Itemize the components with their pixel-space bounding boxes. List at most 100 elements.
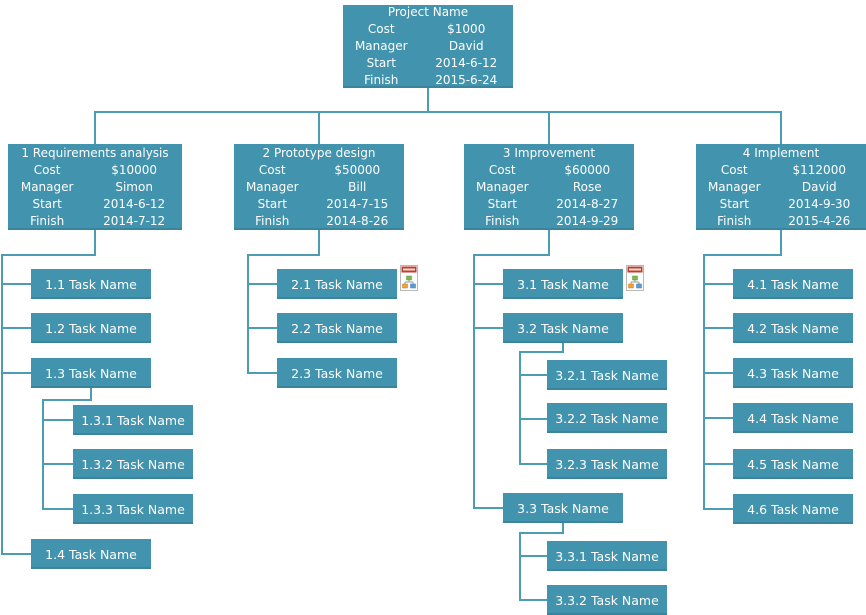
field-label: Cost <box>33 162 61 177</box>
connector-line <box>548 230 550 256</box>
connector-line <box>1 254 3 555</box>
field-label: Cost <box>488 162 516 177</box>
task-3-3-2[interactable]: 3.3.2 Task Name <box>547 585 667 615</box>
connector-line <box>473 507 503 509</box>
connector-line <box>247 372 277 374</box>
task-4-2[interactable]: 4.2 Task Name <box>733 313 853 343</box>
task-2-2[interactable]: 2.2 Task Name <box>277 313 397 343</box>
task-4-6[interactable]: 4.6 Task Name <box>733 494 853 524</box>
field-row: Finish 2015-4-26 <box>696 213 866 230</box>
connector-line <box>519 463 547 465</box>
field-row: Finish 2014-7-12 <box>8 213 182 230</box>
node-title: 3 Improvement <box>502 145 596 160</box>
node-title: 2 Prototype design <box>262 145 376 160</box>
connector-line <box>473 254 549 256</box>
task-1-3-3[interactable]: 1.3.3 Task Name <box>73 494 193 524</box>
task-4-1[interactable]: 4.1 Task Name <box>733 269 853 299</box>
task-1-4[interactable]: 1.4 Task Name <box>31 539 151 569</box>
field-label: Finish <box>717 213 752 228</box>
field-value: 2014-7-12 <box>103 213 166 228</box>
field-value: 2015-6-24 <box>435 73 498 87</box>
connector-line <box>519 351 564 353</box>
connector-line <box>703 254 781 256</box>
connector-line <box>1 254 95 256</box>
task-2-1[interactable]: 2.1 Task Name <box>277 269 397 299</box>
field-value: Simon <box>115 179 153 194</box>
field-label: Start <box>366 56 396 70</box>
field-row: Start 2014-7-15 <box>234 196 404 213</box>
field-value: 2014-6-12 <box>435 56 498 70</box>
field-row: Start 2014-6-12 <box>343 55 513 72</box>
node-title: Project Name <box>387 5 469 19</box>
field-value: $112000 <box>792 162 846 177</box>
field-row: Start 2014-9-30 <box>696 196 866 213</box>
field-value: Rose <box>572 179 602 194</box>
connector-line <box>548 111 550 144</box>
task-1-2[interactable]: 1.2 Task Name <box>31 313 151 343</box>
connector-line <box>1 327 31 329</box>
task-4-4[interactable]: 4.4 Task Name <box>733 403 853 433</box>
field-label: Finish <box>485 213 520 228</box>
connector-line <box>562 523 564 534</box>
task-2-3[interactable]: 2.3 Task Name <box>277 358 397 388</box>
field-label: Start <box>32 196 62 211</box>
field-value: 2014-8-27 <box>556 196 619 211</box>
field-label: Manager <box>20 179 74 194</box>
field-value: 2014-9-30 <box>788 196 851 211</box>
connector-line <box>703 283 733 285</box>
field-row: Manager Rose <box>464 179 634 196</box>
connector-line <box>318 230 320 256</box>
diagram-document-icon[interactable] <box>626 265 644 291</box>
task-1-3-2[interactable]: 1.3.2 Task Name <box>73 449 193 479</box>
connector-line <box>247 254 249 374</box>
field-label: Start <box>257 196 287 211</box>
task-4-5[interactable]: 4.5 Task Name <box>733 449 853 479</box>
task-3-3[interactable]: 3.3 Task Name <box>503 493 623 523</box>
field-label: Manager <box>475 179 529 194</box>
wbs-node-branch-4[interactable]: 4 Implement Cost $112000 Manager David S… <box>696 144 866 230</box>
connector-line <box>247 254 319 256</box>
field-row: Manager Simon <box>8 179 182 196</box>
field-label: Manager <box>245 179 299 194</box>
task-1-1[interactable]: 1.1 Task Name <box>31 269 151 299</box>
wbs-node-branch-1[interactable]: 1 Requirements analysis Cost $10000 Mana… <box>8 144 182 230</box>
connector-line <box>519 374 547 376</box>
field-row: Cost $60000 <box>464 162 634 179</box>
wbs-node-branch-2[interactable]: 2 Prototype design Cost $50000 Manager B… <box>234 144 404 230</box>
connector-line <box>519 418 547 420</box>
task-3-3-1[interactable]: 3.3.1 Task Name <box>547 541 667 571</box>
connector-line <box>247 283 277 285</box>
field-label: Manager <box>707 179 761 194</box>
task-3-2[interactable]: 3.2 Task Name <box>503 313 623 343</box>
task-3-2-1[interactable]: 3.2.1 Task Name <box>547 360 667 390</box>
field-label: Finish <box>364 73 399 87</box>
connector-line <box>1 283 31 285</box>
connector-line <box>42 399 92 401</box>
field-row: Cost $10000 <box>8 162 182 179</box>
connector-line <box>1 553 31 555</box>
wbs-node-branch-3[interactable]: 3 Improvement Cost $60000 Manager Rose S… <box>464 144 634 230</box>
field-row: Cost $1000 <box>343 21 513 38</box>
task-3-2-3[interactable]: 3.2.3 Task Name <box>547 449 667 479</box>
task-4-3[interactable]: 4.3 Task Name <box>733 358 853 388</box>
field-value: $10000 <box>111 162 158 177</box>
connector-line <box>519 599 547 601</box>
field-label: Manager <box>354 39 408 53</box>
task-1-3-1[interactable]: 1.3.1 Task Name <box>73 405 193 435</box>
task-3-1[interactable]: 3.1 Task Name <box>503 269 623 299</box>
connector-line <box>318 111 320 144</box>
task-3-2-2[interactable]: 3.2.2 Task Name <box>547 403 667 433</box>
connector-line <box>519 532 521 601</box>
node-title: 4 Implement <box>742 145 820 160</box>
wbs-node-root[interactable]: Project Name Cost $1000 Manager David St… <box>343 5 513 88</box>
field-row: Start 2014-8-27 <box>464 196 634 213</box>
task-1-3[interactable]: 1.3 Task Name <box>31 358 151 388</box>
field-row: Manager Bill <box>234 179 404 196</box>
connector-line <box>519 351 521 465</box>
field-value: 2014-9-29 <box>556 213 619 228</box>
connector-line <box>519 555 547 557</box>
field-value: 2014-6-12 <box>103 196 166 211</box>
diagram-document-icon[interactable] <box>400 265 418 291</box>
field-label: Finish <box>255 213 290 228</box>
